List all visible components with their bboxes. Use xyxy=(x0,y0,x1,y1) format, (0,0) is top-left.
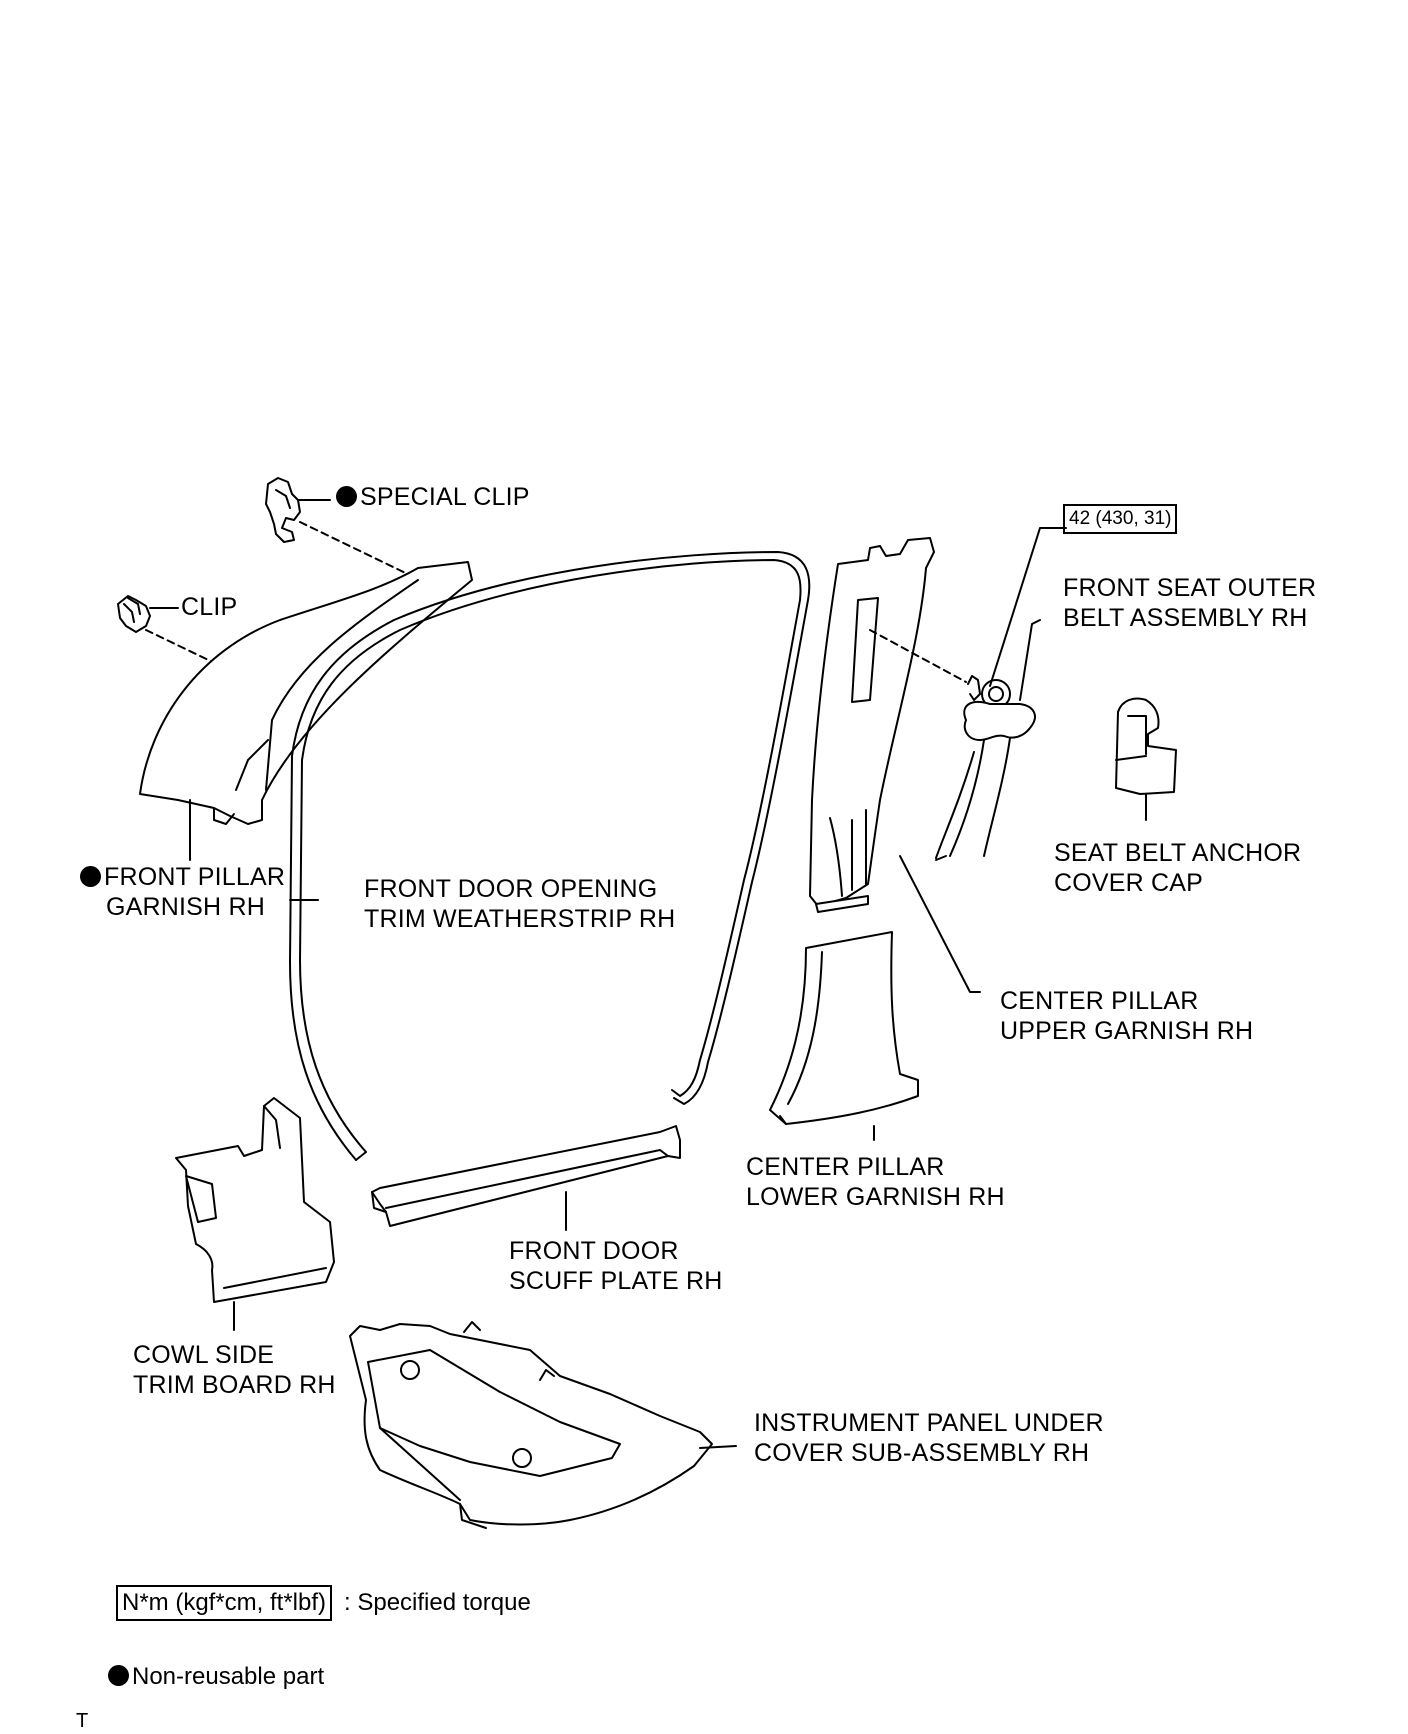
legend-non-reusable-text: Non-reusable part xyxy=(132,1663,325,1690)
cowl-side-trim-line1: COWL SIDE xyxy=(133,1341,275,1369)
front-seat-belt-line1: FRONT SEAT OUTER xyxy=(1063,574,1317,602)
special-clip-part xyxy=(265,477,421,581)
front-door-scuff-plate-part xyxy=(371,1125,681,1231)
legend-torque-unit: N*m (kgf*cm, ft*lbf) xyxy=(122,1589,327,1616)
clip-text: CLIP xyxy=(181,593,238,621)
corner-mark: T xyxy=(76,1710,89,1732)
seat-belt-anchor-cap-label: SEAT BELT ANCHOR COVER CAP xyxy=(1054,838,1301,898)
front-pillar-garnish-line2: GARNISH RH xyxy=(106,893,265,921)
cowl-side-trim-label: COWL SIDE TRIM BOARD RH xyxy=(133,1340,336,1400)
scuff-plate-line1: FRONT DOOR xyxy=(509,1237,679,1265)
legend-torque-desc-text: : Specified torque xyxy=(344,1589,531,1616)
front-pillar-garnish-label: FRONT PILLAR GARNISH RH xyxy=(80,862,285,922)
center-pillar-upper-label: CENTER PILLAR UPPER GARNISH RH xyxy=(1000,986,1253,1046)
front-seat-belt-part xyxy=(935,527,1057,861)
non-reusable-marker-icon xyxy=(80,866,101,887)
scuff-plate-label: FRONT DOOR SCUFF PLATE RH xyxy=(509,1236,722,1296)
front-door-weatherstrip-line1: FRONT DOOR OPENING xyxy=(364,875,658,903)
front-seat-belt-label: FRONT SEAT OUTER BELT ASSEMBLY RH xyxy=(1063,573,1316,633)
cowl-side-trim-board-part xyxy=(175,1097,335,1331)
seat-belt-anchor-cap-part xyxy=(1115,697,1177,821)
instrument-panel-under-cover-line1: INSTRUMENT PANEL UNDER xyxy=(754,1409,1104,1437)
non-reusable-marker-icon xyxy=(108,1665,129,1686)
seat-belt-anchor-cap-line2: COVER CAP xyxy=(1054,869,1204,897)
legend-torque-desc: : Specified torque xyxy=(344,1588,531,1618)
center-pillar-upper-line2: UPPER GARNISH RH xyxy=(1000,1017,1254,1045)
front-pillar-garnish-part xyxy=(139,561,473,861)
legend-non-reusable: Non-reusable part xyxy=(108,1662,324,1692)
torque-value: 42 (430, 31) xyxy=(1069,508,1172,529)
non-reusable-marker-icon xyxy=(336,486,357,507)
special-clip-text: SPECIAL CLIP xyxy=(360,483,530,511)
front-pillar-garnish-line1: FRONT PILLAR xyxy=(104,863,286,891)
front-door-weatherstrip-line2: TRIM WEATHERSTRIP RH xyxy=(364,905,676,933)
cowl-side-trim-line2: TRIM BOARD RH xyxy=(133,1371,336,1399)
torque-spec-box: 42 (430, 31) xyxy=(1063,504,1178,534)
center-pillar-upper-line1: CENTER PILLAR xyxy=(1000,987,1199,1015)
front-door-weatherstrip-part xyxy=(289,551,811,1161)
center-pillar-lower-garnish-part xyxy=(769,931,919,1141)
center-pillar-upper-garnish-part xyxy=(809,537,981,993)
instrument-panel-under-cover-label: INSTRUMENT PANEL UNDER COVER SUB-ASSEMBL… xyxy=(754,1408,1104,1468)
center-pillar-lower-line1: CENTER PILLAR xyxy=(746,1153,945,1181)
center-pillar-lower-label: CENTER PILLAR LOWER GARNISH RH xyxy=(746,1152,1005,1212)
special-clip-label: SPECIAL CLIP xyxy=(336,482,530,512)
clip-label: CLIP xyxy=(181,592,237,622)
scuff-plate-line2: SCUFF PLATE RH xyxy=(509,1267,723,1295)
legend-torque-unit-box: N*m (kgf*cm, ft*lbf) xyxy=(116,1585,333,1621)
front-seat-belt-line2: BELT ASSEMBLY RH xyxy=(1063,604,1308,632)
instrument-panel-under-cover-part xyxy=(349,1321,737,1529)
instrument-panel-under-cover-line2: COVER SUB-ASSEMBLY RH xyxy=(754,1439,1090,1467)
center-pillar-lower-line2: LOWER GARNISH RH xyxy=(746,1183,1005,1211)
seat-belt-anchor-cap-line1: SEAT BELT ANCHOR xyxy=(1054,839,1302,867)
front-door-weatherstrip-label: FRONT DOOR OPENING TRIM WEATHERSTRIP RH xyxy=(364,874,675,934)
